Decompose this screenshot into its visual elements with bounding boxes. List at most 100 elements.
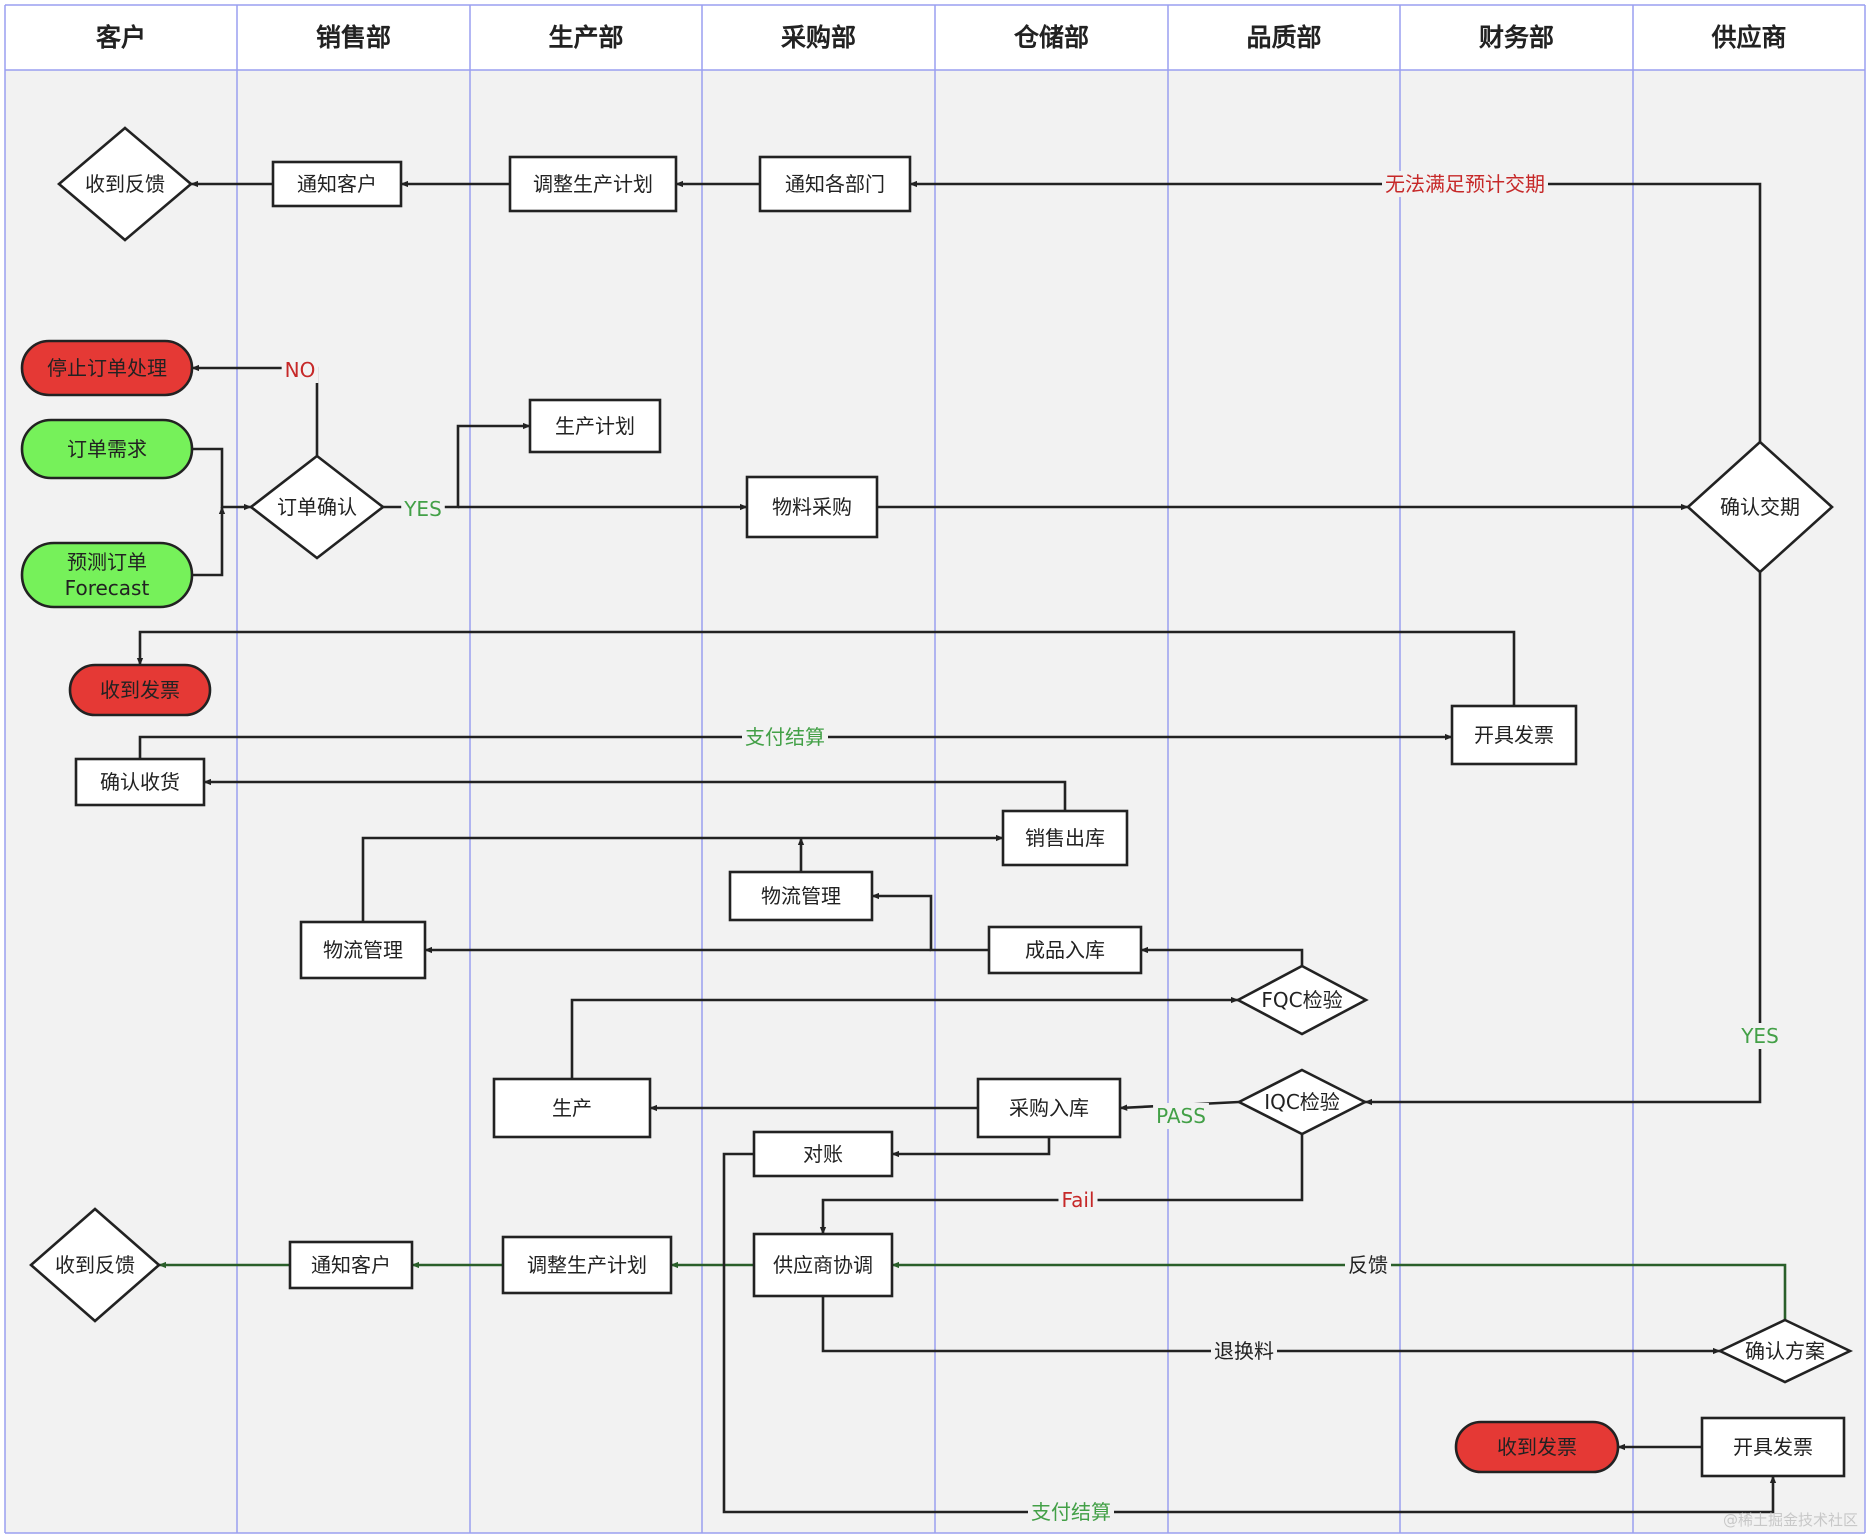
decision-diamond	[1686, 440, 1834, 574]
node-recinv1: 收到发票	[68, 663, 212, 717]
connector-purin-to-recon	[891, 1137, 1051, 1158]
node-salesout: 销售出库	[1001, 809, 1129, 867]
node-fgin: 成品入库	[987, 925, 1143, 975]
process-box	[1450, 704, 1578, 766]
connector-prod-to-fqc	[570, 996, 1239, 1079]
node-recon: 对账	[752, 1130, 894, 1178]
process-box	[299, 920, 427, 980]
terminal-pill	[1454, 1420, 1620, 1474]
decision-diamond	[1236, 1068, 1368, 1136]
node-label: 通知客户	[297, 172, 377, 196]
lane-header: 品质部	[1246, 23, 1321, 52]
node-label: 收到反馈	[85, 172, 165, 196]
node-label: 订单确认	[277, 495, 357, 519]
lane-header: 生产部	[548, 23, 623, 52]
edge-label-text: 退换料	[1214, 1339, 1274, 1363]
lane-header: 仓储部	[1013, 23, 1089, 52]
edge-label-text: 无法满足预计交期	[1385, 172, 1545, 196]
decision-diamond	[1235, 964, 1369, 1036]
lane-header: 财务部	[1479, 23, 1554, 52]
node-iqc: IQC检验	[1236, 1068, 1368, 1136]
process-box	[288, 1240, 414, 1290]
node-adj1: 调整生产计划	[508, 155, 678, 213]
node-label: 生产	[552, 1096, 592, 1120]
node-log2: 物流管理	[728, 870, 874, 922]
node-recinv2: 收到发票	[1454, 1420, 1620, 1474]
node-label: 开具发票	[1733, 1435, 1813, 1459]
decision-diamond	[248, 454, 386, 560]
connector-confdel-to-notify	[909, 180, 1762, 442]
connector-forecast-to-ordconf	[192, 506, 226, 577]
node-label: 停止订单处理	[47, 356, 167, 380]
connector-salesout-to-confrec	[203, 778, 1067, 811]
swimlanes: 客户销售部生产部采购部仓储部品质部财务部供应商	[4, 4, 1866, 1534]
node-label: 生产计划	[555, 414, 635, 438]
process-box	[508, 155, 678, 213]
node-confrec: 确认收货	[74, 757, 206, 807]
connector-recon-to-invoice2	[722, 1152, 1777, 1514]
edge-label: 反馈	[1345, 1252, 1391, 1278]
node-label: 调整生产计划	[527, 1253, 647, 1277]
edge-label-text: YES	[1740, 1024, 1779, 1048]
connector-confdel-to-iqc	[1364, 572, 1762, 1106]
process-box	[752, 1232, 894, 1298]
process-box	[976, 1077, 1122, 1139]
edge-label: 退换料	[1211, 1338, 1277, 1364]
node-label: 收到发票	[1497, 1435, 1577, 1459]
terminal-pill	[68, 663, 212, 717]
node-label: 对账	[803, 1142, 843, 1166]
connector-fgin-to-log2	[871, 892, 989, 952]
edge-label: 无法满足预计交期	[1382, 171, 1548, 197]
decision-diamond	[29, 1207, 161, 1323]
node-nc1: 通知客户	[271, 160, 403, 208]
terminal-pill	[20, 418, 194, 480]
connector-log1-to-salesout	[361, 834, 1004, 922]
process-box	[752, 1130, 894, 1178]
process-box	[728, 870, 874, 922]
node-log1: 物流管理	[299, 920, 427, 980]
edge-label: PASS	[1153, 1103, 1209, 1129]
node-notify: 通知各部门	[758, 155, 912, 213]
node-label: 收到反馈	[55, 1253, 135, 1277]
connector-confplan-to-supco	[891, 1261, 1787, 1320]
edge-label-text: 反馈	[1348, 1253, 1388, 1277]
node-confplan: 确认方案	[1716, 1318, 1854, 1384]
lane-header: 供应商	[1710, 23, 1786, 52]
connector-ordreq-to-ordconf	[192, 447, 252, 511]
node-ordreq: 订单需求	[20, 418, 194, 480]
edge-label: Fail	[1058, 1187, 1098, 1213]
process-box	[501, 1235, 673, 1295]
node-supco: 供应商协调	[752, 1232, 894, 1298]
node-label: 供应商协调	[773, 1253, 873, 1277]
process-box	[74, 757, 206, 807]
node-label: FQC检验	[1261, 988, 1342, 1012]
decision-diamond	[56, 126, 194, 242]
terminal-pill	[20, 339, 194, 397]
edge-label: YES	[401, 496, 445, 522]
node-label: 物料采购	[772, 495, 852, 519]
node-label: 订单需求	[67, 437, 147, 461]
edge-label: NO	[281, 357, 319, 383]
edge-label: 支付结算	[1028, 1499, 1114, 1525]
node-label: IQC检验	[1264, 1090, 1340, 1114]
node-matpur: 物料采购	[745, 475, 879, 539]
node-invoice2: 开具发票	[1700, 1416, 1846, 1478]
lane-header: 采购部	[781, 23, 856, 52]
edge-label-text: 支付结算	[1031, 1500, 1111, 1524]
node-fqc: FQC检验	[1235, 964, 1369, 1036]
edge-label: YES	[1738, 1023, 1782, 1049]
node-label: 收到发票	[100, 678, 180, 702]
node-label: 采购入库	[1009, 1096, 1089, 1120]
process-box	[758, 155, 912, 213]
edge-label-text: NO	[285, 358, 316, 382]
node-invoice1: 开具发票	[1450, 704, 1578, 766]
node-label: 通知客户	[311, 1253, 391, 1277]
node-label: 调整生产计划	[533, 172, 653, 196]
node-fb1: 收到反馈	[56, 126, 194, 242]
connector-supco-to-confplan	[821, 1296, 1721, 1355]
node-label: 确认交期	[1720, 495, 1800, 519]
